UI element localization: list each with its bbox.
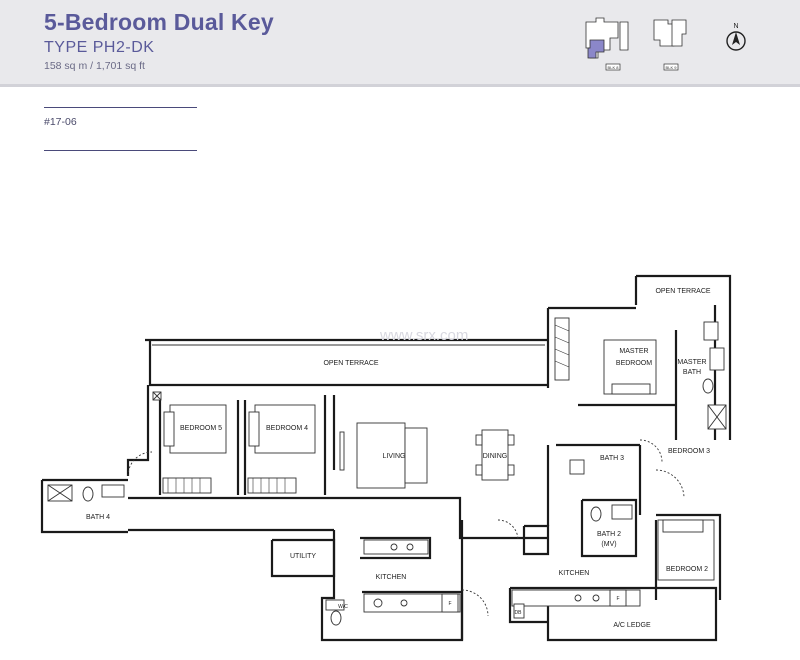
room-label-bath4: BATH 4 — [86, 514, 110, 521]
divider-line — [44, 107, 197, 108]
north-label: N — [733, 23, 738, 30]
room-label-open-terrace: OPEN TERRACE — [323, 360, 378, 367]
room-label-living: LIVING — [383, 453, 406, 460]
room-label-master-bath-1: MASTER — [677, 359, 706, 366]
room-label-bedroom3: BEDROOM 3 — [668, 448, 710, 455]
room-label-bedroom4: BEDROOM 4 — [266, 425, 308, 432]
room-label-wc: W/C — [338, 604, 348, 610]
room-label-kitchen-right: KITCHEN — [559, 570, 590, 577]
unit-type: TYPE PH2-DK — [44, 39, 155, 56]
room-label-bath2-2: (MV) — [601, 541, 616, 548]
fridge-label: F — [448, 601, 451, 607]
block-label: BLK 9 — [666, 65, 678, 70]
room-label-kitchen-left: KITCHEN — [376, 574, 407, 581]
room-label-bedroom5: BEDROOM 5 — [180, 425, 222, 432]
watermark: www.srx.com — [379, 327, 468, 344]
divider-line — [44, 150, 197, 151]
north-compass-icon: N — [726, 23, 746, 51]
room-label-bedroom2: BEDROOM 2 — [666, 566, 708, 573]
floor-plan: www.srx.com OPEN TERRACE OPEN TERRACE MA… — [40, 274, 732, 642]
unit-number: #17-06 — [44, 116, 77, 128]
room-label-open-terrace-top: OPEN TERRACE — [655, 288, 710, 295]
key-plan: BLK 8 BLK 9 — [585, 17, 687, 71]
room-label-master-bedroom-1: MASTER — [619, 348, 648, 355]
room-label-master-bedroom-2: BEDROOM — [616, 360, 652, 367]
room-label-dining: DINING — [483, 453, 508, 460]
fridge-label: F — [616, 596, 619, 602]
room-label-db: DB — [515, 610, 523, 616]
room-label-bath3: BATH 3 — [600, 455, 624, 462]
room-label-utility: UTILITY — [290, 553, 316, 560]
page-title: 5-Bedroom Dual Key — [44, 9, 274, 35]
room-label-master-bath-2: BATH — [683, 369, 701, 376]
room-label-ac-ledge: A/C LEDGE — [613, 622, 651, 629]
room-label-bath2-1: BATH 2 — [597, 531, 621, 538]
block-label: BLK 8 — [608, 65, 620, 70]
unit-area: 158 sq m / 1,701 sq ft — [44, 60, 145, 72]
header-bar: 5-Bedroom Dual Key TYPE PH2-DK 158 sq m … — [0, 0, 800, 87]
